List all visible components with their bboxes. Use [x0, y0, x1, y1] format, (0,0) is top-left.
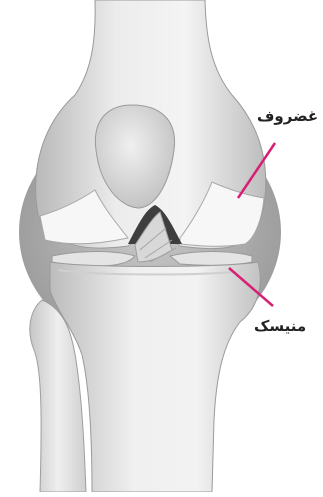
- meniscus-label: منیسک: [254, 317, 306, 335]
- cartilage-label: غضروف: [257, 107, 318, 125]
- meniscus-right: [170, 252, 252, 266]
